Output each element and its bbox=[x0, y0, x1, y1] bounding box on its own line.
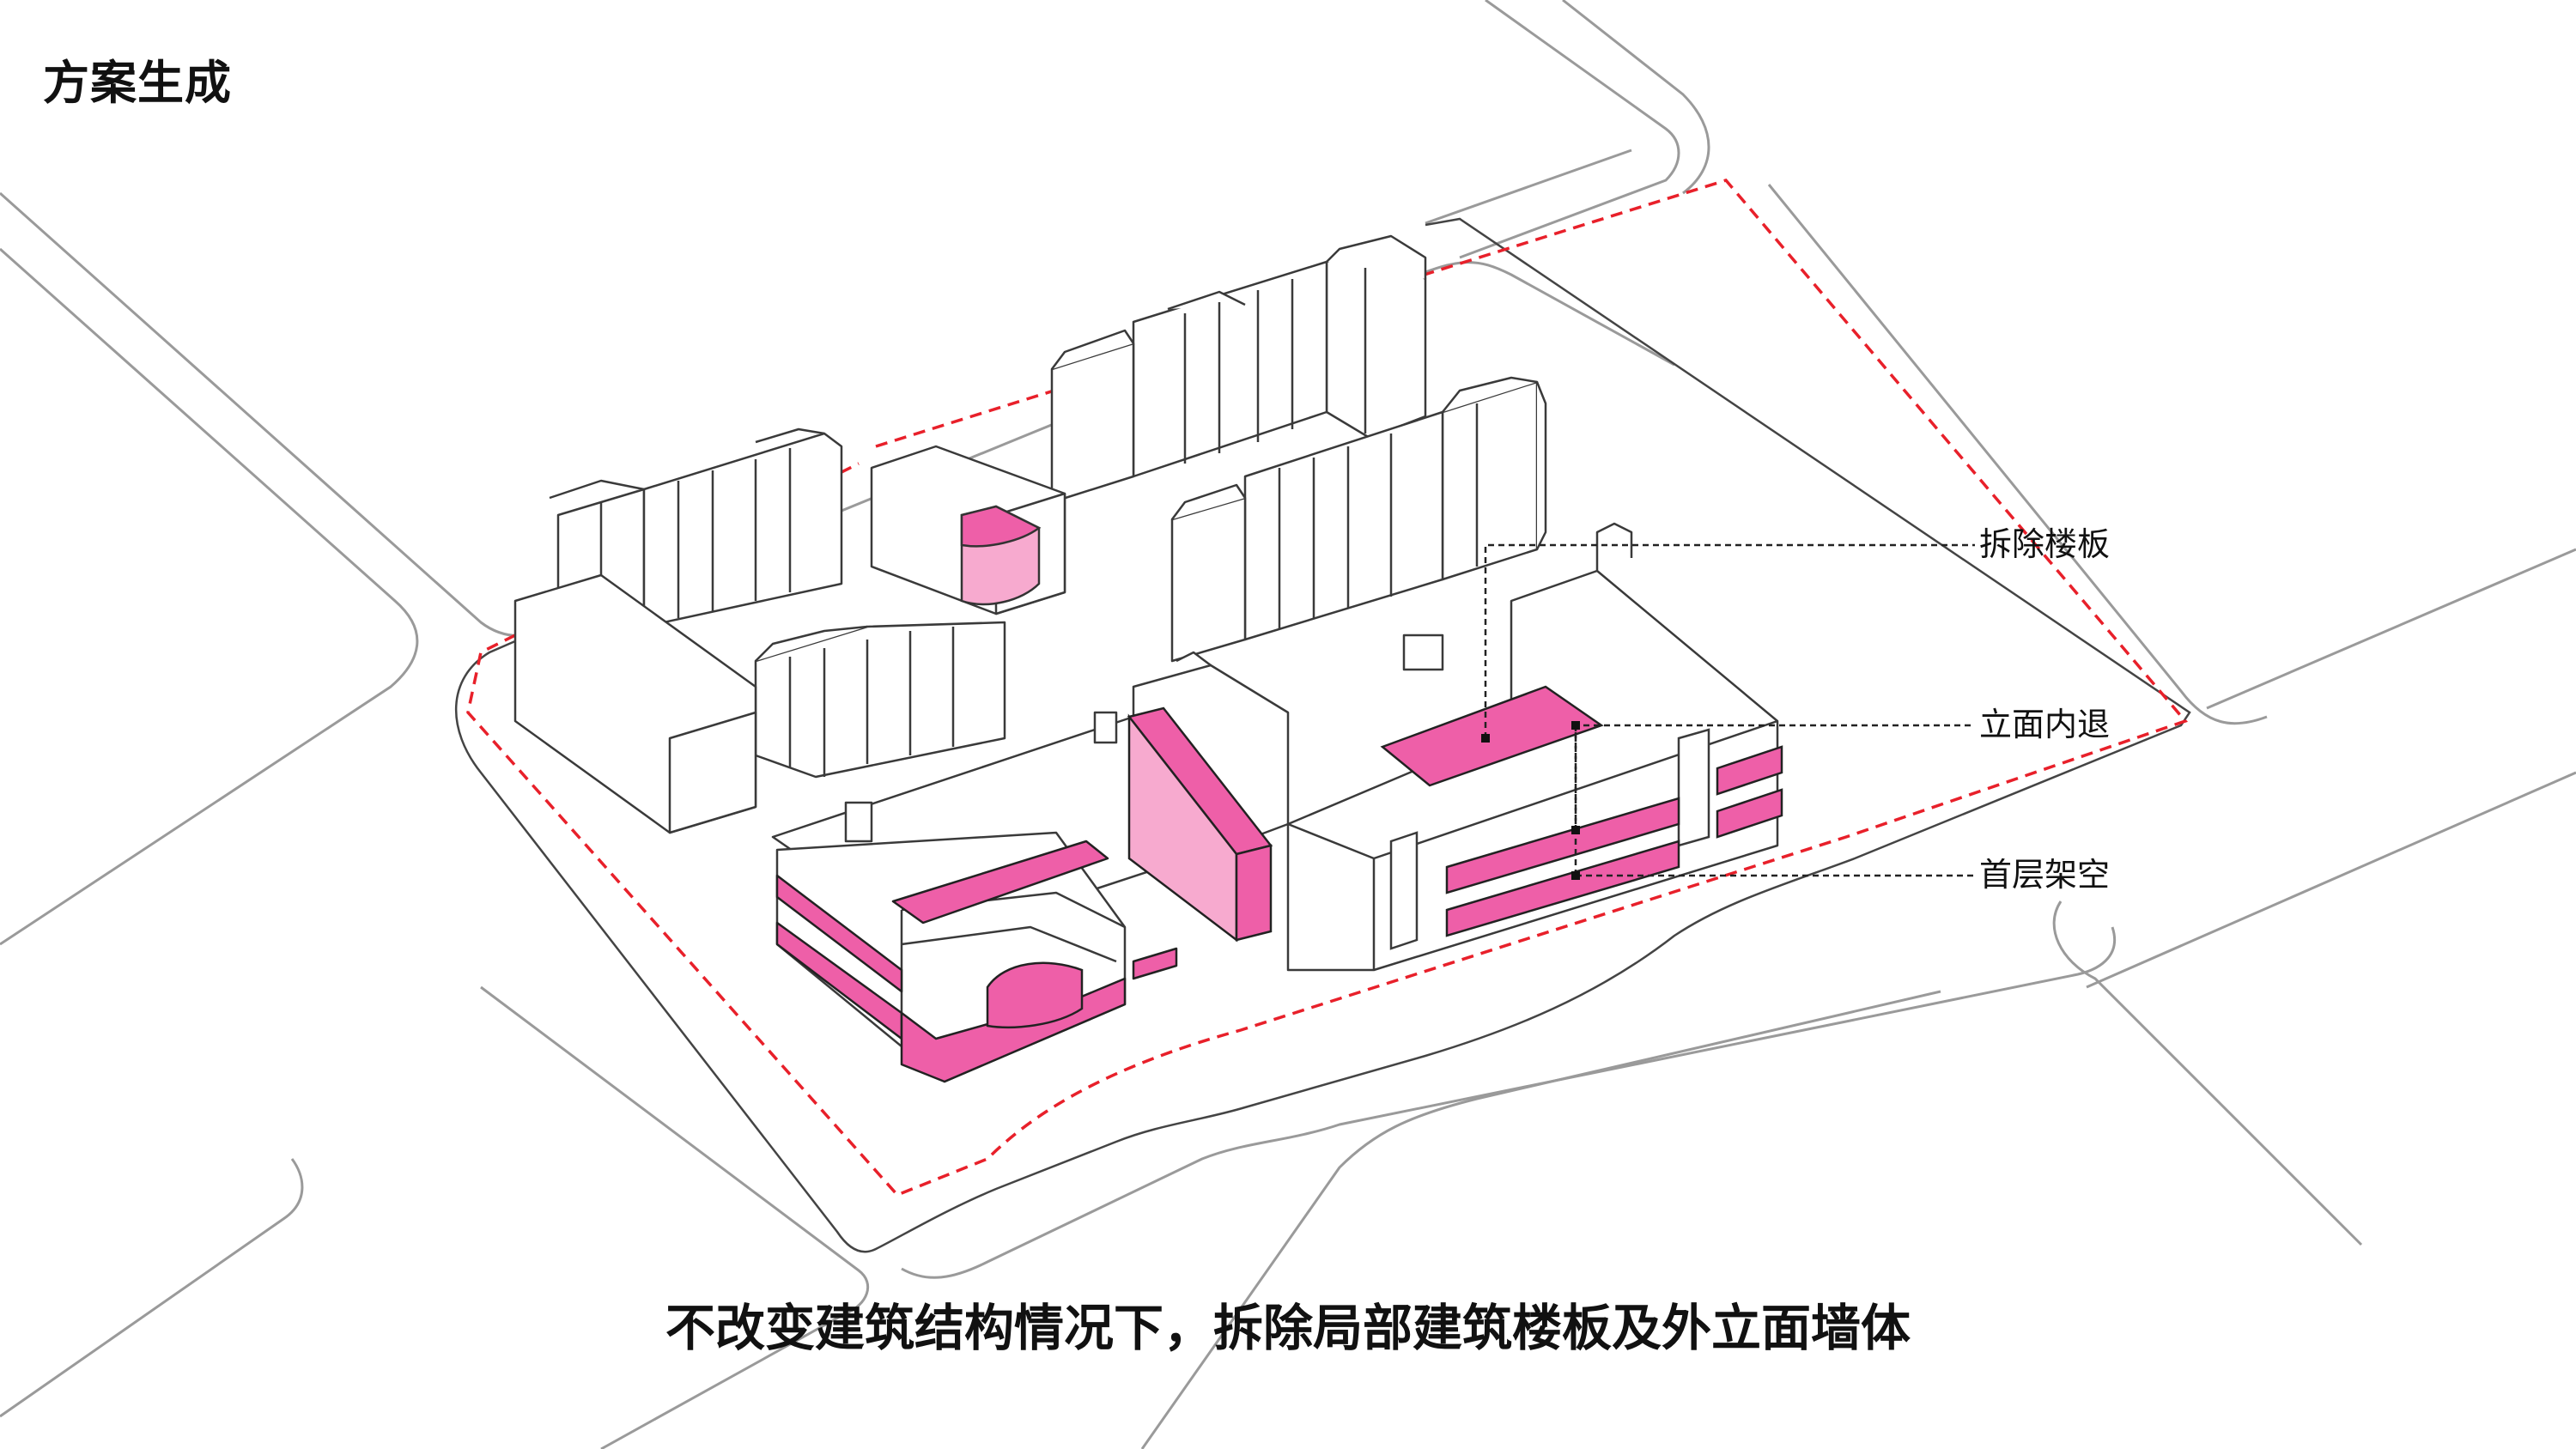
site-plot-outline bbox=[455, 217, 2191, 1253]
road-west-bottom-edge bbox=[0, 1158, 304, 1418]
anchor-ground-stilts bbox=[1571, 871, 1580, 880]
residential-block-north-2 bbox=[1170, 376, 1547, 663]
residential-block-north-1 bbox=[1050, 234, 1427, 504]
leader-remove-slab bbox=[1484, 543, 1975, 738]
anchor-setback-top bbox=[1571, 721, 1580, 730]
road-top-edge bbox=[1425, 149, 1632, 225]
callout-anchor-dots bbox=[1481, 721, 1580, 880]
residential-block-west-1 bbox=[549, 427, 843, 654]
podium-northwest bbox=[513, 573, 757, 834]
road-east-far-edge bbox=[2086, 771, 2576, 989]
anchor-facade-setback bbox=[1571, 826, 1580, 834]
diagram-caption: 不改变建筑结构情况下，拆除局部建筑楼板及外立面墙体 bbox=[665, 1299, 1911, 1357]
road-east-edge bbox=[2206, 548, 2576, 710]
residential-block-west-2 bbox=[754, 621, 1006, 779]
road-south-left-edge bbox=[480, 985, 870, 1449]
highlight-front-cylinder bbox=[986, 961, 1084, 1029]
callout-label-ground-stilts: 首层架空 bbox=[1979, 856, 2111, 894]
callout-label-facade-setback: 立面内退 bbox=[1979, 706, 2111, 743]
facade-piers bbox=[1389, 728, 1710, 950]
road-east-vertical-edge bbox=[1767, 184, 2268, 725]
road-west-top-edge bbox=[0, 247, 419, 946]
highlight-roof-slab bbox=[1380, 685, 1604, 787]
site-red-boundary bbox=[466, 178, 2188, 1197]
road-northeast-edge bbox=[1562, 0, 1710, 195]
road-north-right-edge bbox=[1459, 0, 1680, 259]
highlight-facade-bands bbox=[1445, 745, 1783, 937]
highlight-removed-wall-block bbox=[1127, 706, 1273, 943]
road-south-inner-edge bbox=[901, 926, 2117, 1279]
road-east-lower-edge bbox=[2052, 900, 2363, 1246]
highlight-removed-floor-cylinder bbox=[960, 505, 1042, 606]
anchor-remove-slab bbox=[1481, 734, 1490, 743]
road-south-outer-edge bbox=[1140, 990, 1941, 1449]
page-title: 方案生成 bbox=[43, 56, 232, 110]
callout-label-remove-slab: 拆除楼板 bbox=[1979, 525, 2111, 563]
